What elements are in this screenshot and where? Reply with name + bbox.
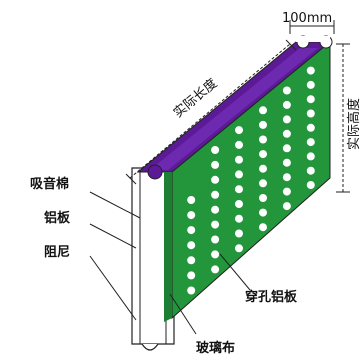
perforation-hole: [282, 100, 291, 109]
perforation-hole: [187, 256, 196, 265]
perforation-hole: [235, 155, 243, 164]
panel-top-highlight: [150, 48, 318, 170]
perforated-face-edge: [164, 172, 172, 322]
perforation-hole: [211, 160, 220, 169]
perforation-hole: [235, 200, 243, 208]
perforation-hole: [306, 95, 315, 104]
perforation-hole: [187, 196, 196, 204]
perforation-hole: [259, 120, 267, 129]
label-sound-absorbing-cotton: 吸音棉: [30, 176, 69, 192]
width-dimension-label: 100mm: [282, 11, 332, 26]
perforation-hole: [306, 181, 315, 189]
leader-aluminum-plate: [89, 223, 137, 249]
perforation-hole: [282, 158, 291, 167]
leader-perforated-plate: [219, 253, 251, 291]
perforation-hole: [187, 271, 196, 280]
perforation-hole: [306, 80, 315, 89]
leader-damping: [89, 255, 137, 321]
perforation-hole: [235, 185, 243, 194]
perforation-hole: [187, 211, 196, 220]
perforation-holes: [187, 66, 315, 295]
perforation-hole: [235, 140, 243, 149]
perforation-hole: [259, 150, 267, 159]
perforation-hole: [211, 265, 220, 274]
length-tick-top: [285, 39, 297, 51]
height-dimension-label: 实际高度: [346, 98, 361, 150]
perforation-hole: [235, 244, 243, 253]
perforation-hole: [211, 146, 220, 154]
perforation-hole: [259, 135, 267, 144]
perforation-hole: [282, 187, 291, 196]
label-aluminum-plate: 铝板: [44, 210, 71, 226]
slot-top-left: [147, 164, 163, 180]
panel-bottom-groove: [141, 343, 159, 351]
perforation-hole: [211, 175, 220, 184]
leader-glass-cloth: [169, 293, 197, 335]
perforation-hole: [187, 241, 196, 250]
perforation-hole: [282, 129, 291, 138]
perforation-hole: [235, 170, 243, 179]
length-tick-bottom: [125, 173, 137, 185]
perforation-hole: [211, 205, 220, 214]
perforation-hole: [306, 66, 315, 75]
label-damping: 阻尼: [44, 245, 70, 260]
perforation-hole: [259, 208, 267, 217]
label-glass-cloth: 玻璃布: [196, 340, 235, 356]
perforation-hole: [282, 173, 291, 182]
perforation-hole: [211, 250, 220, 259]
perforation-hole: [211, 220, 220, 229]
perforation-hole: [306, 109, 315, 118]
perforation-hole: [235, 229, 243, 238]
perforation-hole: [306, 152, 315, 161]
perforation-hole: [211, 190, 220, 199]
perforation-hole: [282, 202, 291, 211]
perforation-hole: [259, 223, 267, 232]
perforation-hole: [259, 164, 267, 173]
perforation-hole: [282, 86, 291, 95]
perforation-hole: [187, 286, 196, 295]
top-corner-cap: [296, 36, 330, 42]
perforation-hole: [259, 194, 267, 202]
perforation-hole: [187, 226, 196, 235]
leader-sound-absorbing-cotton: [89, 191, 141, 219]
perforation-hole: [211, 235, 220, 244]
perforation-hole: [259, 179, 267, 188]
perforation-hole: [235, 126, 243, 135]
perforation-hole: [235, 214, 243, 223]
perforation-hole: [306, 123, 315, 132]
perforation-hole: [306, 166, 315, 175]
label-perforated-plate: 穿孔铝板: [245, 289, 298, 305]
perforation-hole: [306, 138, 315, 147]
perforation-hole: [282, 115, 291, 124]
perforation-hole: [259, 106, 267, 115]
perforation-hole: [282, 144, 291, 153]
